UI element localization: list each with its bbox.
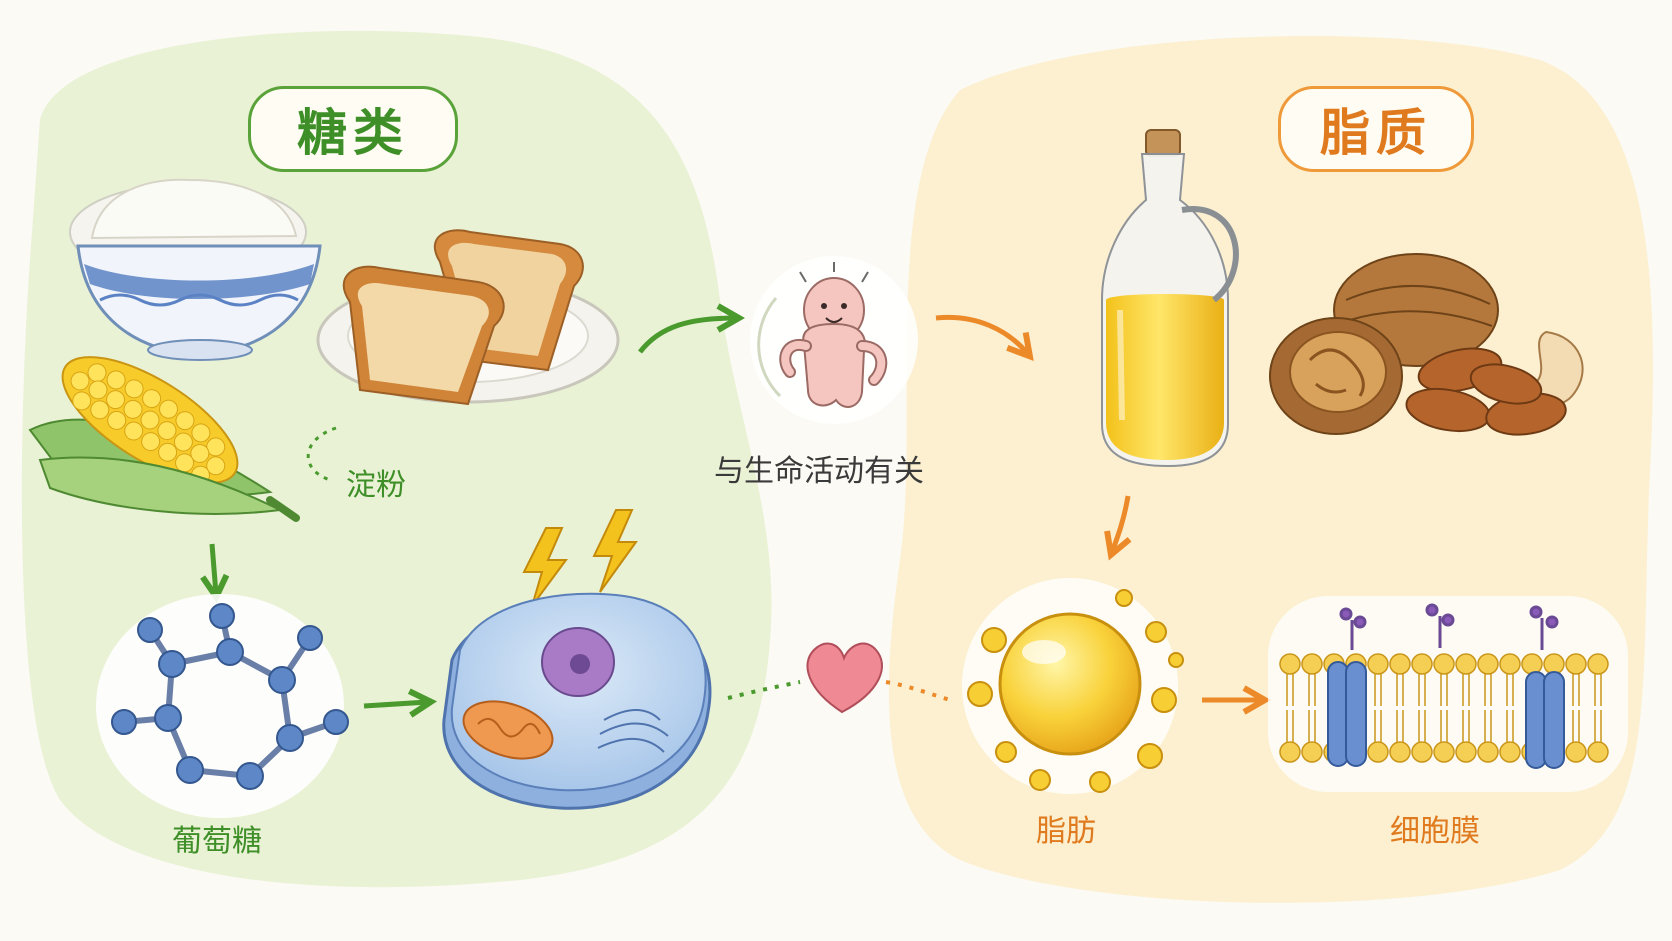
sugar-title: 糖类 bbox=[248, 86, 458, 172]
lipid-head bbox=[1367, 653, 1389, 675]
arrow-person-to-oil bbox=[935, 314, 1034, 361]
life-activity-label: 与生命活动有关 bbox=[714, 454, 924, 489]
lipid-head bbox=[1565, 741, 1587, 763]
corn-icon bbox=[28, 356, 300, 522]
glucose-label: 葡萄糖 bbox=[172, 824, 262, 859]
lipid-head bbox=[1455, 741, 1477, 763]
lipid-title: 脂质 bbox=[1278, 86, 1474, 172]
arrow-glucose-to-cell bbox=[363, 688, 438, 718]
lipid-head bbox=[1433, 741, 1455, 763]
cell-membrane-label: 细胞膜 bbox=[1390, 814, 1480, 849]
person-icon bbox=[750, 256, 918, 424]
lipid-head bbox=[1301, 741, 1323, 763]
fat-droplet-icon bbox=[962, 578, 1184, 794]
heart-icon bbox=[806, 642, 884, 714]
cell-icon bbox=[442, 592, 712, 810]
lipid-head bbox=[1499, 653, 1521, 675]
heart-to-fat-connector bbox=[885, 680, 951, 702]
fat-label: 脂肪 bbox=[1036, 814, 1096, 849]
lipid-head bbox=[1477, 741, 1499, 763]
lipid-head bbox=[1389, 741, 1411, 763]
starch-connector bbox=[306, 426, 337, 482]
lipid-head bbox=[1411, 741, 1433, 763]
lipid-head bbox=[1301, 653, 1323, 675]
lipid-head bbox=[1279, 653, 1301, 675]
starch-label: 淀粉 bbox=[346, 468, 406, 503]
lipid-head bbox=[1411, 653, 1433, 675]
lipid-head bbox=[1389, 653, 1411, 675]
lipid-head bbox=[1587, 741, 1609, 763]
nuts-icon bbox=[1269, 253, 1584, 436]
glucose-molecule-icon bbox=[96, 594, 349, 818]
lipid-head bbox=[1477, 653, 1499, 675]
lipid-head bbox=[1521, 653, 1543, 675]
lipid-head bbox=[1433, 653, 1455, 675]
oil-bottle-icon bbox=[1101, 129, 1239, 468]
arrow-oil-to-fat bbox=[1104, 495, 1132, 561]
lipid-head bbox=[1587, 653, 1609, 675]
lipid-head bbox=[1367, 741, 1389, 763]
lipid-head bbox=[1499, 741, 1521, 763]
lipid-head bbox=[1455, 653, 1477, 675]
lipid-head bbox=[1279, 741, 1301, 763]
lightning-icon bbox=[522, 509, 638, 607]
toast-plate-icon bbox=[316, 229, 620, 406]
cell-membrane-icon bbox=[1268, 596, 1628, 792]
lipid-head bbox=[1565, 653, 1587, 675]
arrow-toast-to-person bbox=[638, 303, 746, 354]
rice-bowl-icon bbox=[69, 178, 322, 361]
arrow-corn-to-glucose bbox=[200, 543, 230, 604]
